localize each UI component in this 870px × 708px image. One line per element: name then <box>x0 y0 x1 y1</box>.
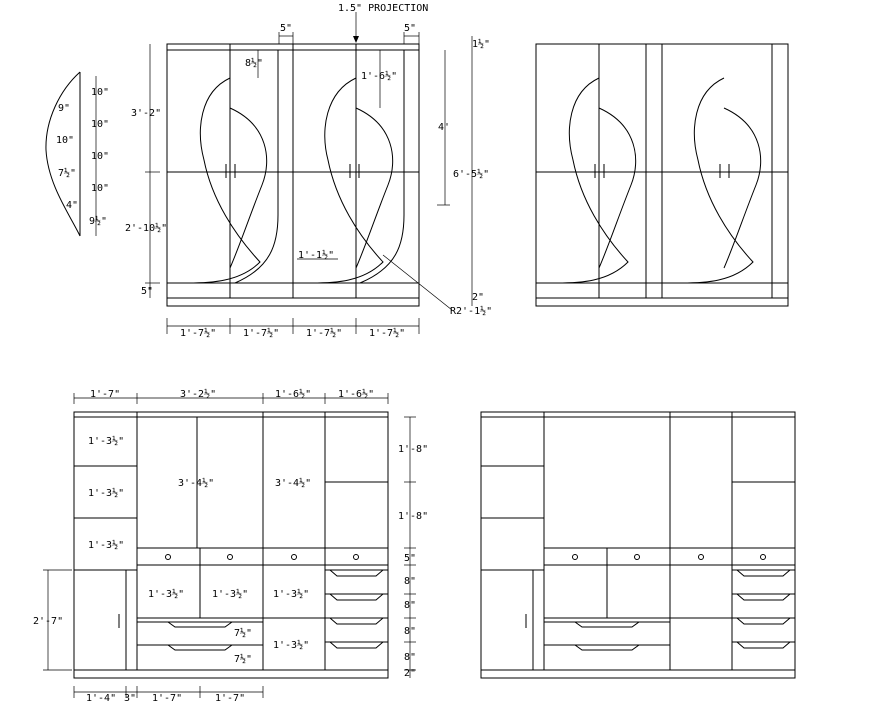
left-height-2: 2'-10½" <box>125 222 167 234</box>
left-shelf-2: 1'-3½" <box>88 487 124 499</box>
right-height-1: 4' <box>438 122 450 133</box>
right-height-2: 6'-5½" <box>453 168 489 180</box>
bottom-width-3: 1'-7½" <box>306 327 342 339</box>
left-height: 2'-7" <box>33 616 63 627</box>
bw-top-width-1: 1'-7" <box>90 389 120 400</box>
bottom-width-2: 1'-7½" <box>243 327 279 339</box>
right-height-7: 8" <box>404 652 416 663</box>
tall-door-2: 3'-4½" <box>275 477 311 489</box>
right-height-6: 8" <box>404 626 416 637</box>
top-dim-1: 5" <box>280 23 292 34</box>
bottom-left-wardrobe <box>73 411 389 679</box>
left-shelf-3: 1'-3½" <box>88 539 124 551</box>
bottom-wardrobe-dimensions: 1'-7" 3'-2½" 1'-6½" 1'-6½" 1'-3½" 1'-3½"… <box>33 388 428 704</box>
projection-label: 1.5" PROJECTION <box>338 3 428 14</box>
right-height-3: 5" <box>404 553 416 564</box>
bottom-width-4: 1'-7½" <box>369 327 405 339</box>
right-height-4: 2" <box>472 292 484 303</box>
right-height-3: 1½" <box>472 38 490 50</box>
bw-bottom-width-2: 3" <box>124 693 136 704</box>
top-dim-2: 5" <box>404 23 416 34</box>
mid-dim: 1'-1½" <box>298 249 334 261</box>
bw-bottom-width-1: 1'-4" <box>86 693 116 704</box>
top-right-wardrobe <box>535 43 789 307</box>
leaf-right-3: 10" <box>91 151 109 162</box>
tall-door-1: 3'-4½" <box>178 477 214 489</box>
lower-cell-1: 1'-3½" <box>148 588 184 600</box>
top-wardrobe-dimensions: 1.5" PROJECTION 5" 5" 8½" 1'-6½" 3'-2" 2… <box>125 3 492 339</box>
left-shelf-1: 1'-3½" <box>88 435 124 447</box>
drawer-height-2: 7½" <box>234 653 252 665</box>
lower-cell-4: 1'-3½" <box>273 639 309 651</box>
leaf-left-2: 10" <box>56 135 74 146</box>
bottom-width-1: 1'-7½" <box>180 327 216 339</box>
right-height-2: 1'-8" <box>398 511 428 522</box>
left-height-3: 5" <box>141 286 153 297</box>
right-height-1: 1'-8" <box>398 444 428 455</box>
leaf-left-5: 9½" <box>89 215 107 227</box>
right-height-5: 8" <box>404 600 416 611</box>
left-height-1: 3'-2" <box>131 108 161 119</box>
leaf-right-4: 10" <box>91 183 109 194</box>
bw-top-width-4: 1'-6½" <box>338 388 374 400</box>
bw-top-width-2: 3'-2½" <box>180 388 216 400</box>
leaf-left-1: 9" <box>58 103 70 114</box>
leaf-left-4: 4" <box>66 200 78 211</box>
radius-label: R2'-1½" <box>450 305 492 317</box>
top-left-wardrobe <box>166 43 453 311</box>
leaf-right-1: 10" <box>91 87 109 98</box>
leaf-left-3: 7½" <box>58 167 76 179</box>
bw-top-width-3: 1'-6½" <box>275 388 311 400</box>
right-height-4: 8" <box>404 576 416 587</box>
drawer-height-1: 7½" <box>234 627 252 639</box>
bw-bottom-width-3: 1'-7" <box>152 693 182 704</box>
leaf-detail: 9" 10" 7½" 4" 9½" 10" 10" 10" 10" <box>45 71 109 237</box>
inner-dim-1: 8½" <box>245 57 263 69</box>
lower-cell-3: 1'-3½" <box>273 588 309 600</box>
lower-cell-2: 1'-3½" <box>212 588 248 600</box>
leaf-right-2: 10" <box>91 119 109 130</box>
bottom-right-wardrobe <box>480 411 796 679</box>
right-height-8: 2" <box>404 668 416 679</box>
bw-bottom-width-4: 1'-7" <box>215 693 245 704</box>
inner-dim-2: 1'-6½" <box>361 70 397 82</box>
